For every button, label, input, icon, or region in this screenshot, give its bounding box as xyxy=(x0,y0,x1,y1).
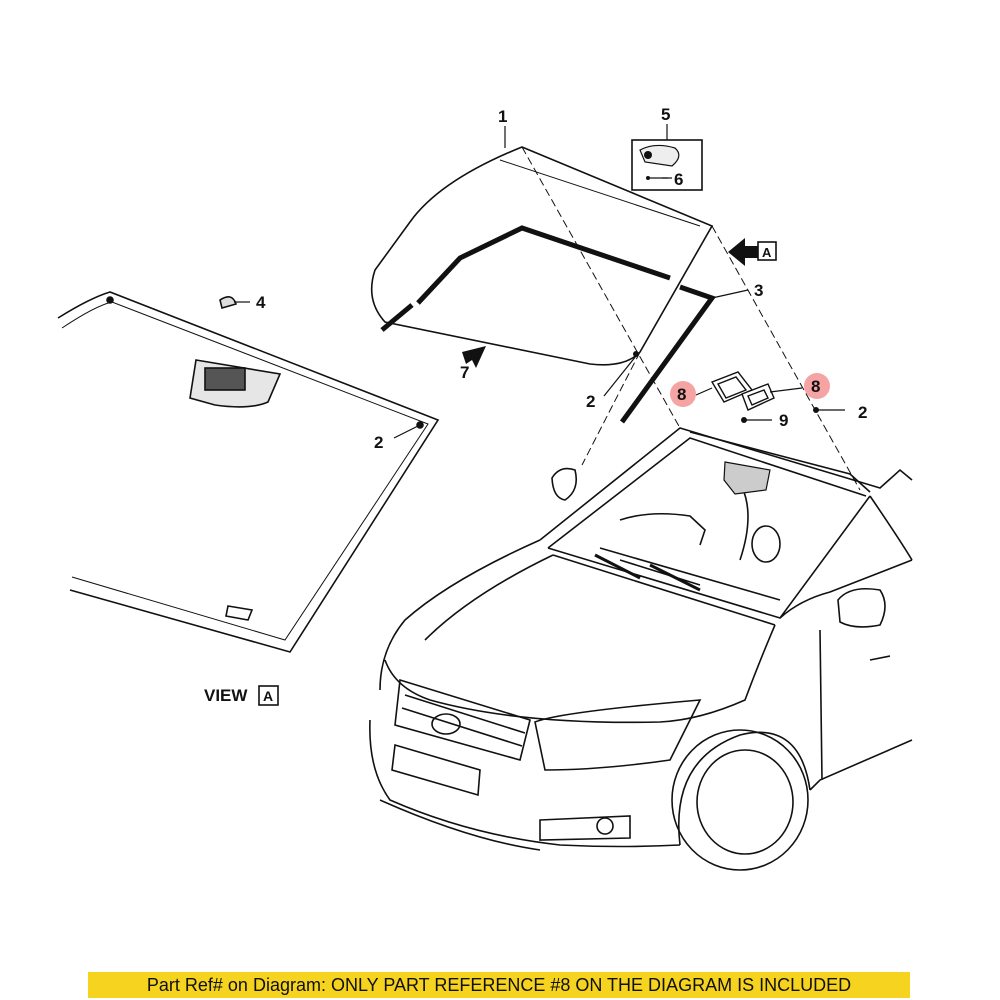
callout-dots xyxy=(633,351,819,423)
callout-2b: 2 xyxy=(374,433,383,452)
callout-7: 7 xyxy=(460,363,469,382)
highlight-circle-8b xyxy=(804,373,830,399)
direction-arrow-7 xyxy=(462,346,486,368)
view-arrow-letter: A xyxy=(762,245,772,260)
callout-8a: 8 xyxy=(677,385,686,404)
footer-note-bar: Part Ref# on Diagram: ONLY PART REFERENC… xyxy=(88,972,910,998)
callout-2a: 2 xyxy=(586,392,595,411)
callout-4: 4 xyxy=(256,293,266,312)
view-label-letter: A xyxy=(263,688,273,704)
view-a-label: VIEW A xyxy=(204,685,279,706)
highlight-circle-8a xyxy=(670,381,696,407)
callout-2c: 2 xyxy=(858,403,867,422)
view-a-windshield xyxy=(57,291,440,653)
callout-9: 9 xyxy=(779,411,788,430)
footer-note-text: Part Ref# on Diagram: ONLY PART REFERENC… xyxy=(146,974,852,995)
windshield-glass xyxy=(370,146,714,366)
callout-leaders xyxy=(234,124,845,439)
leader-lines-dashed xyxy=(521,146,861,491)
windshield-molding xyxy=(380,225,717,424)
view-a-arrow xyxy=(728,238,777,266)
part-5-inset-box xyxy=(631,139,703,191)
part-8-bracket-pads xyxy=(710,371,775,411)
car-body xyxy=(369,427,913,871)
callout-3: 3 xyxy=(754,281,763,300)
callout-6: 6 xyxy=(674,170,683,189)
interior-mirror-mount xyxy=(723,461,771,495)
view-label-word: VIEW xyxy=(204,686,248,705)
callout-1: 1 xyxy=(498,107,507,126)
callout-8b: 8 xyxy=(811,377,820,396)
callout-5: 5 xyxy=(661,105,670,124)
